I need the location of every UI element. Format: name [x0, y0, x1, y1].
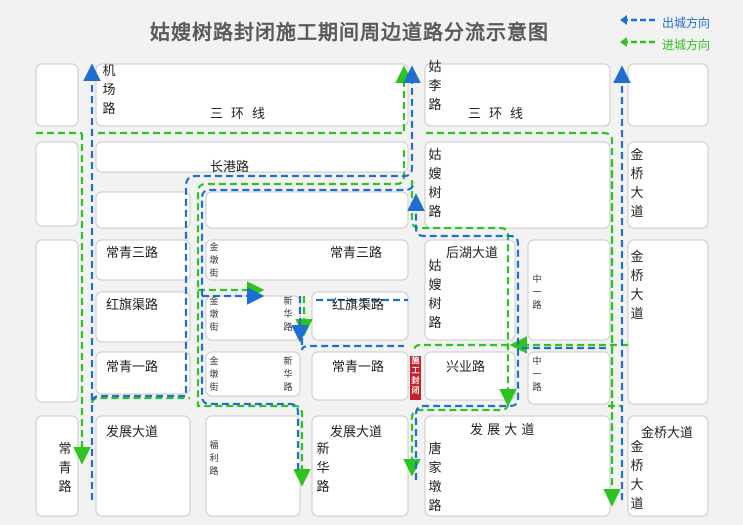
- city-blocks: [35, 63, 709, 517]
- block: [424, 415, 611, 517]
- block: [424, 351, 516, 401]
- road-label: 红旗渠路: [332, 298, 385, 313]
- block: [35, 63, 79, 127]
- block: [311, 291, 409, 341]
- road-label: 兴业路: [446, 360, 486, 375]
- block: [527, 351, 611, 405]
- inbound-route: [90, 396, 190, 404]
- outbound-route: [200, 181, 416, 470]
- road-label: 中一路: [532, 275, 542, 311]
- road-label: 常青一路: [332, 360, 385, 375]
- block: [627, 141, 709, 229]
- road-label: 发 展 大 道: [470, 423, 535, 438]
- road-label: 机场路: [102, 64, 116, 117]
- closure-zone: [410, 356, 421, 400]
- inbound-route: [403, 403, 510, 477]
- road-label: 新华路: [316, 442, 330, 495]
- block: [205, 415, 301, 517]
- road-label: 姑嫂树路: [428, 148, 442, 220]
- road-label: 姑嫂树路: [428, 259, 442, 331]
- block: [311, 351, 409, 401]
- block: [205, 239, 409, 281]
- road-label: 常青三路: [106, 246, 159, 261]
- block: [95, 291, 191, 343]
- road-label: 三环线: [210, 107, 274, 122]
- inbound-route: [410, 180, 517, 407]
- block: [205, 191, 409, 229]
- road-label: 红旗渠路: [106, 298, 159, 313]
- block: [527, 239, 611, 341]
- block: [95, 141, 409, 173]
- road-label: 姑李路: [428, 60, 442, 113]
- block: [95, 239, 191, 281]
- road-label: 后湖大道: [446, 246, 499, 261]
- block: [35, 415, 79, 517]
- inbound-legend-arrow: [620, 37, 627, 47]
- outbound-legend-label: 出城方向: [662, 16, 711, 30]
- road-label: 发展大道: [330, 425, 383, 440]
- block: [627, 415, 709, 517]
- road-label: 新华路: [283, 297, 293, 333]
- outbound-route: [300, 338, 404, 351]
- map-title: 姑嫂树路封闭施工期间周边道路分流示意图: [150, 20, 549, 44]
- road-label: 金桥大道: [630, 250, 644, 322]
- road-label: 三环线: [468, 107, 532, 122]
- block: [35, 141, 79, 227]
- block: [95, 415, 191, 517]
- block: [424, 141, 611, 229]
- road-label: 新华路: [283, 357, 293, 393]
- outbound-route: [90, 65, 421, 500]
- road-label: 发展大道: [106, 425, 159, 440]
- outbound-legend-arrow: [620, 15, 627, 25]
- outbound-route: [407, 193, 520, 480]
- block: [424, 239, 516, 341]
- road-label: 福利路: [209, 441, 219, 477]
- road-label: 长港路: [210, 160, 250, 175]
- inbound-route: [426, 131, 621, 507]
- road-label: 金桥大道: [641, 426, 694, 441]
- road-label: 唐家墩路: [428, 442, 442, 514]
- block: [35, 239, 79, 403]
- block: [95, 351, 191, 395]
- inbound-route: [196, 150, 406, 487]
- inbound-legend-label: 进城方向: [662, 38, 711, 52]
- inbound-route: [98, 65, 413, 135]
- road-label: 常青三路: [330, 246, 383, 261]
- block: [95, 63, 409, 127]
- road-label: 常青路: [58, 442, 72, 495]
- road-label: 中一路: [532, 357, 542, 393]
- block: [205, 351, 301, 397]
- road-label: 金墩街: [209, 357, 219, 393]
- block: [627, 239, 709, 405]
- closure-label: 施工封闭: [411, 356, 420, 395]
- legend-swatches: [620, 15, 656, 47]
- road-label: 金墩街: [209, 243, 219, 279]
- road-label: 常青一路: [106, 360, 159, 375]
- inbound-route: [412, 343, 508, 353]
- road-label: 金桥大道: [630, 148, 644, 220]
- block: [95, 191, 191, 229]
- block: [424, 63, 611, 127]
- road-label: 金墩街: [209, 297, 219, 333]
- block: [627, 63, 709, 127]
- road-label: 金桥大道: [630, 440, 644, 512]
